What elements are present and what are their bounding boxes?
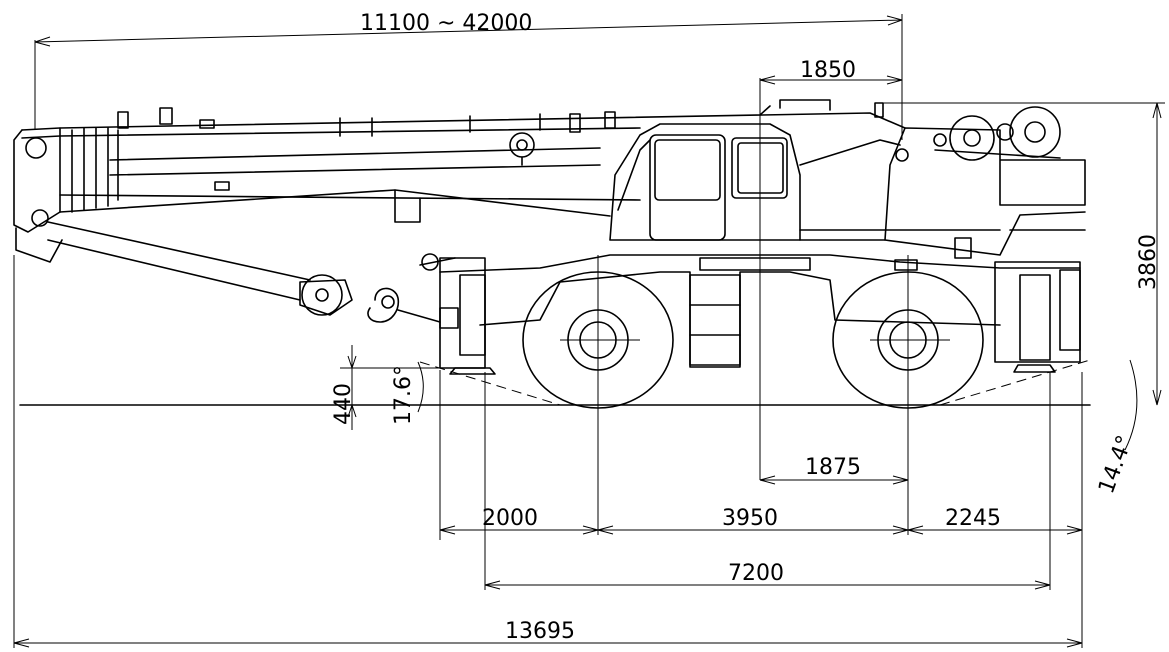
boom — [13, 107, 906, 263]
front-overhang-label: 2000 — [482, 506, 538, 531]
superstructure — [799, 102, 1086, 259]
dimension-lines: 11100 ~ 42000 1850 3860 440 17.6° 14.4° … — [13, 11, 1165, 648]
cab-offset-label: 1850 — [800, 58, 856, 83]
rear-outrigger — [994, 261, 1081, 373]
center-offset-label: 1875 — [805, 455, 861, 480]
rear-overhang-label: 2245 — [945, 506, 1001, 531]
front-outrigger — [419, 253, 496, 375]
wheelbase-label: 3950 — [722, 506, 778, 531]
approach-angle-label: 17.6° — [391, 365, 416, 425]
height-label: 3860 — [1136, 234, 1161, 290]
hook-strut — [47, 221, 441, 323]
operator-cab — [609, 99, 831, 241]
carrier-frame — [439, 254, 1081, 368]
overall-length-label: 13695 — [505, 619, 575, 644]
crane-illustration — [13, 78, 1091, 535]
departure-angle-label: 14.4° — [1094, 432, 1138, 497]
outrigger-span-label: 7200 — [728, 561, 784, 586]
clearance-label: 440 — [331, 383, 356, 425]
boom-length-label: 11100 ~ 42000 — [360, 11, 532, 36]
